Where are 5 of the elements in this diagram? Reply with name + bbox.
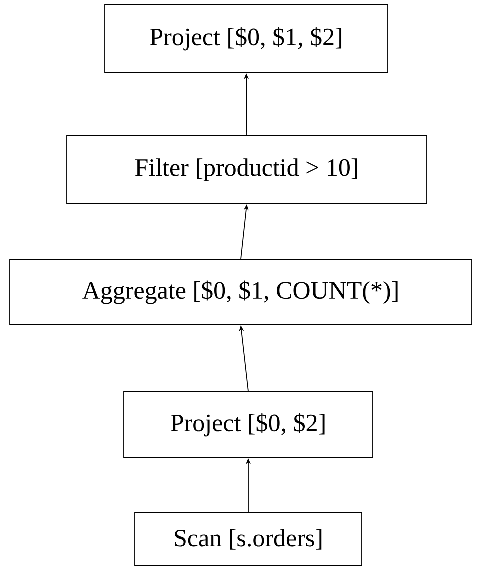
operator-box: Project [$0, $2] <box>124 392 374 458</box>
operator-box: Scan [s.orders] <box>134 512 362 566</box>
operator-box: Aggregate [$0, $1, COUNT(*)] <box>10 260 472 326</box>
operator-box: Filter [productid > 10] <box>66 136 428 204</box>
operator-box: Project [$0, $1, $2] <box>104 4 388 74</box>
